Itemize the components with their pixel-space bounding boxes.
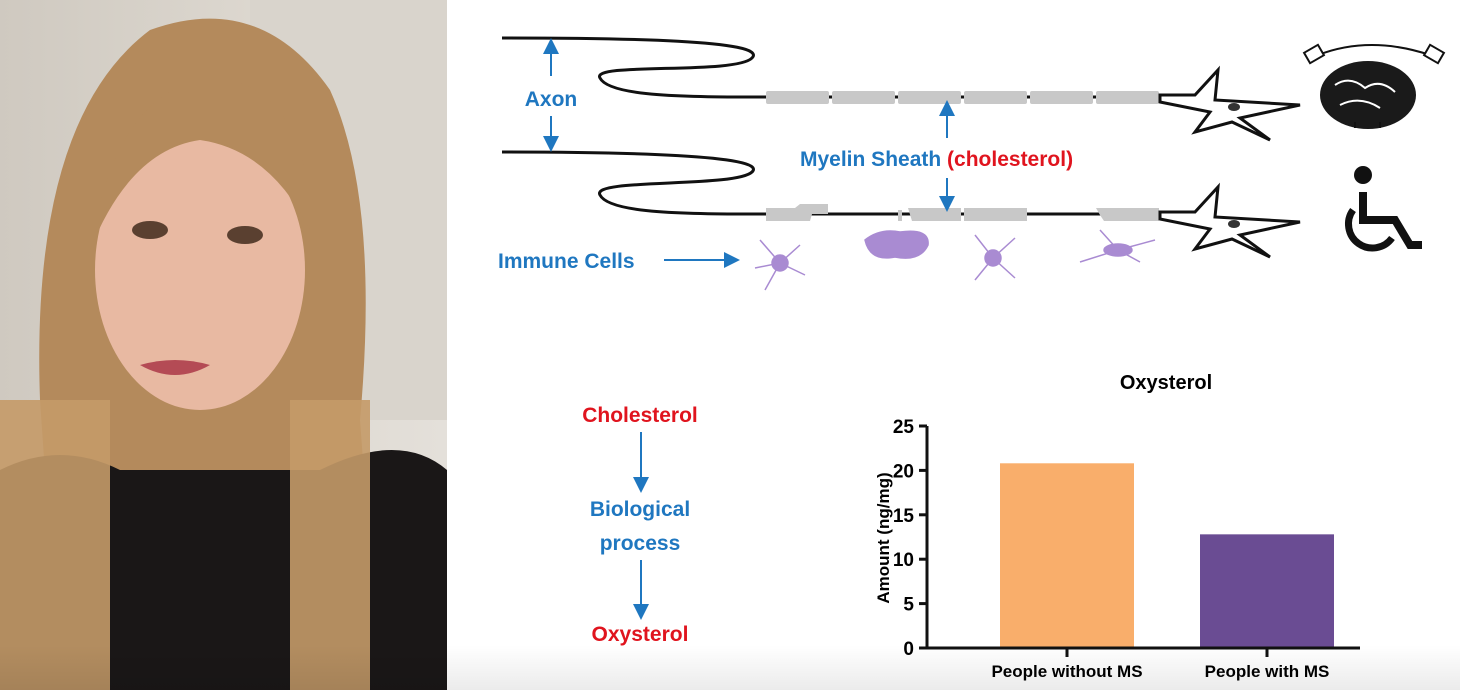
pathway-biological: Biological — [590, 498, 690, 521]
bar-0 — [1000, 463, 1134, 648]
axon-label: Axon — [525, 88, 578, 111]
y-tick-label: 0 — [903, 639, 914, 660]
myelin-segments — [766, 91, 1159, 104]
y-tick-label: 10 — [893, 550, 914, 571]
y-tick-label: 15 — [893, 506, 915, 527]
healthy-brain-icon — [1302, 43, 1446, 129]
y-tick-label: 5 — [903, 595, 914, 616]
x-tick-label: People with MS — [1205, 662, 1330, 681]
presenter-video — [0, 0, 447, 690]
bar-1 — [1200, 534, 1334, 648]
wheelchair-icon — [1345, 166, 1422, 252]
damaged-axon — [501, 150, 1301, 259]
pathway-process: process — [600, 532, 681, 555]
y-tick-label: 20 — [893, 461, 914, 482]
slide: Axon Myelin Sheath (cholesterol) Immune … — [447, 0, 1460, 690]
oxysterol-bar-chart: Oxysterol Amount (ng/mg) 0 5 10 15 20 25 Peop… — [874, 372, 1360, 681]
pathway-oxysterol: Oxysterol — [592, 623, 689, 646]
x-tick-label: People without MS — [991, 662, 1142, 681]
healthy-axon — [501, 36, 1301, 142]
pathway-cholesterol: Cholesterol — [582, 404, 698, 427]
presenter-silhouette — [0, 0, 447, 690]
immune-cells-label: Immune Cells — [498, 250, 635, 273]
myelin-sheath-label: Myelin Sheath (cholesterol) — [800, 148, 1073, 171]
y-axis-label: Amount (ng/mg) — [874, 472, 893, 603]
chart-title: Oxysterol — [1120, 372, 1212, 394]
damaged-myelin-segments — [766, 204, 1159, 221]
neuron-icon — [1158, 182, 1301, 259]
neuron-icon — [1158, 65, 1301, 142]
immune-cells — [754, 229, 1156, 291]
slide-canvas: Axon Myelin Sheath (cholesterol) Immune … — [498, 36, 1446, 681]
y-tick-label: 25 — [893, 417, 915, 438]
pathway-flow: Cholesterol Biological process Oxysterol — [582, 404, 698, 646]
